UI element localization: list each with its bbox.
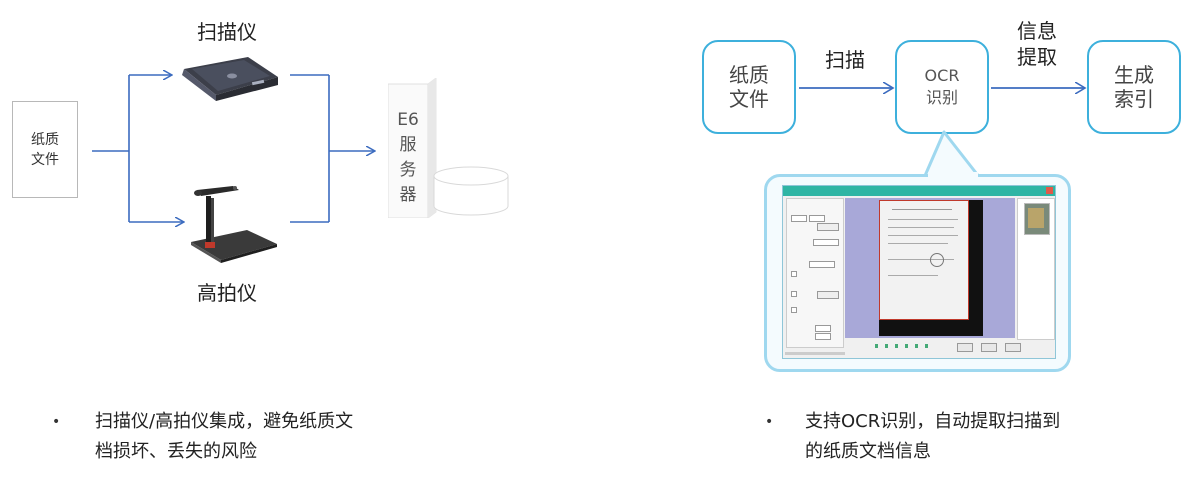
- screenshot-thumbnail-column: [1017, 198, 1055, 340]
- close-icon: [1046, 187, 1053, 194]
- document-camera-image: [191, 186, 277, 263]
- scan-arrow-label: 扫描: [825, 48, 865, 72]
- server-label-line-3: 务: [399, 160, 417, 180]
- screenshot-settings-panel: [786, 198, 844, 348]
- ocr-software-screenshot: [782, 185, 1056, 359]
- server-label-line-1: E6: [397, 110, 419, 130]
- scanner-label: 扫描仪: [197, 20, 257, 44]
- extract-arrow-label-line-1: 信息: [1017, 19, 1057, 43]
- index-node: 生成 索引: [1087, 40, 1181, 134]
- extract-arrow-label: 信息 提取: [1017, 18, 1057, 70]
- index-node-line-2: 索引: [1114, 87, 1154, 111]
- camera-label: 高拍仪: [197, 281, 257, 305]
- paper-document-line-2: 文件: [31, 151, 59, 168]
- server-label-line-4: 器: [399, 185, 417, 205]
- bullet-text-left: 扫描仪/高拍仪集成，避免纸质文 档损坏、丢失的风险: [95, 407, 353, 467]
- ocr-node-line-1: OCR: [924, 66, 960, 85]
- bullet-text-left-line-2: 档损坏、丢失的风险: [95, 441, 257, 462]
- screenshot-title-bar: [783, 186, 1055, 196]
- index-node-line-1: 生成: [1114, 63, 1154, 87]
- bullet-text-right-line-2: 的纸质文档信息: [805, 441, 931, 462]
- paper-document-box: 纸质 文件: [12, 101, 78, 198]
- ocr-node-line-2: 识别: [925, 88, 958, 107]
- server-label-line-2: 服: [399, 135, 417, 155]
- screenshot-status-bar: [785, 352, 845, 355]
- bullet-text-left-line-1: 扫描仪/高拍仪集成，避免纸质文: [95, 411, 354, 432]
- screenshot-preview-area: [845, 198, 1015, 338]
- bullet-text-right-line-1: 支持OCR识别，自动提取扫描到: [805, 411, 1061, 432]
- screenshot-toolbar: [845, 341, 1053, 355]
- left-flow-lines: [92, 75, 374, 222]
- bullet-marker-left: •: [52, 414, 61, 430]
- paper-document-node-line-1: 纸质: [729, 63, 769, 87]
- ocr-node: OCR 识别: [895, 40, 989, 134]
- bullet-marker-right: •: [765, 414, 774, 430]
- server-label: E6 服 务 器: [393, 108, 423, 208]
- server-image: [388, 78, 509, 218]
- scanner-image: [182, 57, 278, 101]
- bullet-text-right: 支持OCR识别，自动提取扫描到 的纸质文档信息: [805, 407, 1060, 467]
- paper-document-node-line-2: 文件: [729, 87, 769, 111]
- paper-document-node: 纸质 文件: [702, 40, 796, 134]
- paper-document-line-1: 纸质: [31, 131, 59, 148]
- extract-arrow-label-line-2: 提取: [1017, 45, 1057, 69]
- callout-pointer-join: [928, 172, 978, 180]
